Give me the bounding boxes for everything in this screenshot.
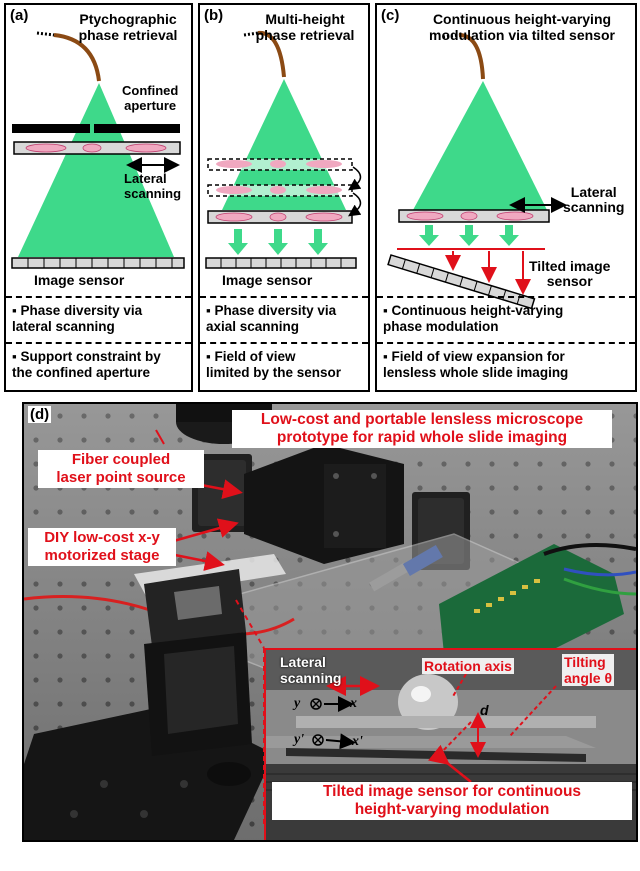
panel-c: (c) Continuous height-varying modulation… bbox=[375, 3, 637, 392]
panel-label: (a) bbox=[10, 7, 29, 24]
divider bbox=[6, 342, 191, 344]
control-pcb bbox=[439, 544, 624, 674]
beam-cone bbox=[222, 79, 346, 210]
down-arrows bbox=[228, 229, 328, 255]
aperture-left bbox=[12, 124, 90, 133]
tilted-sensor-label: Tilted image sensor bbox=[529, 258, 611, 289]
axis-xprime-label: x' bbox=[352, 734, 363, 749]
inset-axis-label: Rotation axis bbox=[422, 658, 514, 674]
note-1: ▪ Continuous height-varying phase modula… bbox=[383, 303, 564, 334]
lateral-scanning-label: Lateral scanning bbox=[124, 171, 182, 201]
fiber-source-label: Fiber coupled laser point source bbox=[38, 450, 204, 488]
prototype-title: Low-cost and portable lensless microscop… bbox=[232, 410, 612, 448]
panel-title: Continuous height-varying modulation via… bbox=[429, 11, 615, 43]
fiber-icon bbox=[53, 33, 101, 82]
image-sensor bbox=[11, 257, 185, 269]
stage-label: DIY low-cost x-y motorized stage bbox=[28, 528, 176, 566]
note-2: ▪ Support constraint by the confined ape… bbox=[12, 349, 161, 380]
panel-label: (c) bbox=[381, 7, 400, 24]
divider bbox=[6, 296, 191, 298]
panel-d-photo: (d) Low-cost and portable lensless micro… bbox=[22, 402, 638, 842]
confined-aperture-label: Confined aperture bbox=[122, 83, 179, 113]
fiber-icon bbox=[458, 33, 485, 80]
sample-slide bbox=[398, 209, 550, 223]
panel-label: (d) bbox=[28, 406, 52, 423]
inset-angle-label: Tilting angle θ bbox=[562, 654, 615, 686]
dashed-slide-2 bbox=[207, 184, 353, 197]
divider bbox=[377, 342, 635, 344]
fiber-icon bbox=[257, 30, 286, 78]
inset-lateral-label: Lateral scanning bbox=[280, 654, 342, 686]
beam-cone bbox=[18, 83, 174, 257]
lateral-scanning-label: Lateral scanning bbox=[563, 184, 625, 215]
inset-d-label: d bbox=[480, 702, 489, 718]
panel-label: (b) bbox=[204, 7, 224, 24]
panel-a: (a) Ptychographic phase retrieval Confin… bbox=[4, 3, 193, 392]
note-2: ▪ Field of view limited by the sensor bbox=[206, 349, 342, 380]
inset-caption: Tilted image sensor for continuous heigh… bbox=[272, 782, 632, 820]
aperture-right bbox=[94, 124, 180, 133]
panel-b: (b) Multi-height phase retrieval Image s… bbox=[198, 3, 370, 392]
dashed-slide-1 bbox=[207, 158, 353, 171]
height-arrows bbox=[445, 251, 531, 295]
divider bbox=[377, 296, 635, 298]
axis-x-label: x bbox=[350, 696, 357, 711]
image-sensor-label: Image sensor bbox=[222, 272, 313, 288]
axis-y-label: y bbox=[294, 696, 301, 711]
note-1: ▪ Phase diversity via lateral scanning bbox=[12, 303, 143, 334]
note-1: ▪ Phase diversity via axial scanning bbox=[206, 303, 337, 334]
panel-title: Multi-height phase retrieval bbox=[255, 11, 355, 43]
divider bbox=[200, 296, 368, 298]
sensor-inset: Lateral scanning Rotation axis Tilting a… bbox=[264, 648, 636, 840]
beam-cone bbox=[413, 81, 547, 210]
down-arrows bbox=[419, 225, 519, 246]
panel-b-schematic bbox=[205, 30, 362, 269]
divider bbox=[200, 342, 368, 344]
image-sensor-label: Image sensor bbox=[34, 272, 125, 288]
panel-a-schematic bbox=[11, 31, 185, 269]
panel-title: Ptychographic phase retrieval bbox=[78, 11, 178, 43]
tilted-image-sensor bbox=[387, 254, 536, 310]
panel-c-schematic bbox=[387, 33, 567, 310]
sample-slide bbox=[207, 210, 353, 224]
axis-yprime-label: y' bbox=[294, 732, 305, 747]
note-2: ▪ Field of view expansion for lensless w… bbox=[383, 349, 569, 380]
